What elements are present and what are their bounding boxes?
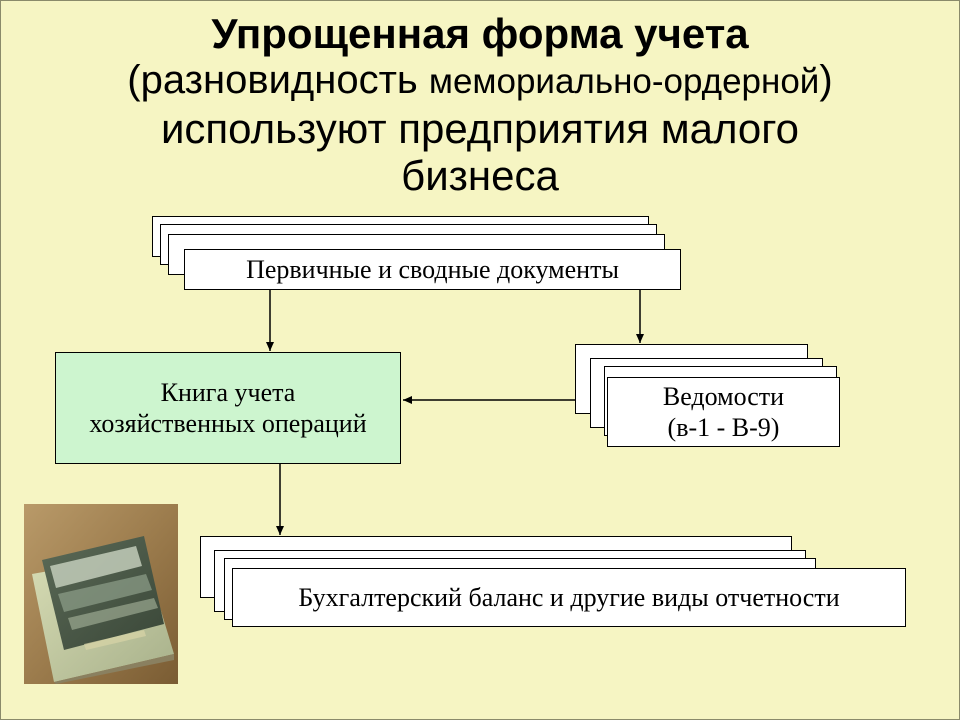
documents-label: Первичные и сводные документы [246, 255, 619, 284]
title-line-4: бизнеса [401, 152, 559, 199]
title-line-1: Упрощенная форма учета [211, 10, 749, 57]
title-line-2-close: ) [819, 58, 833, 102]
statements-box: Ведомости (в-1 - В-9) [607, 377, 840, 447]
balance-box: Бухгалтерский баланс и другие виды отчет… [232, 568, 906, 627]
balance-label: Бухгалтерский баланс и другие виды отчет… [298, 583, 840, 612]
statements-label-line-1: Ведомости [662, 382, 785, 411]
book-label-line-1: Книга учета [160, 378, 296, 407]
statements-label-line-2: (в-1 - В-9) [667, 413, 780, 442]
slide-title: Упрощенная форма учета (разновидность ме… [0, 10, 960, 199]
title-line-2-term: мемориально-ордерной [428, 62, 820, 101]
book-box: Книга учета хозяйственных операций [55, 352, 401, 464]
title-line-3: используют предприятия малого [160, 105, 800, 152]
title-line-2-open: (разновидность [127, 58, 429, 102]
accounting-book-photo [24, 504, 178, 684]
book-label-line-2: хозяйственных операций [89, 409, 367, 438]
documents-box: Первичные и сводные документы [184, 249, 681, 290]
title-line-2: (разновидность мемориально-ордерной) [0, 57, 960, 105]
